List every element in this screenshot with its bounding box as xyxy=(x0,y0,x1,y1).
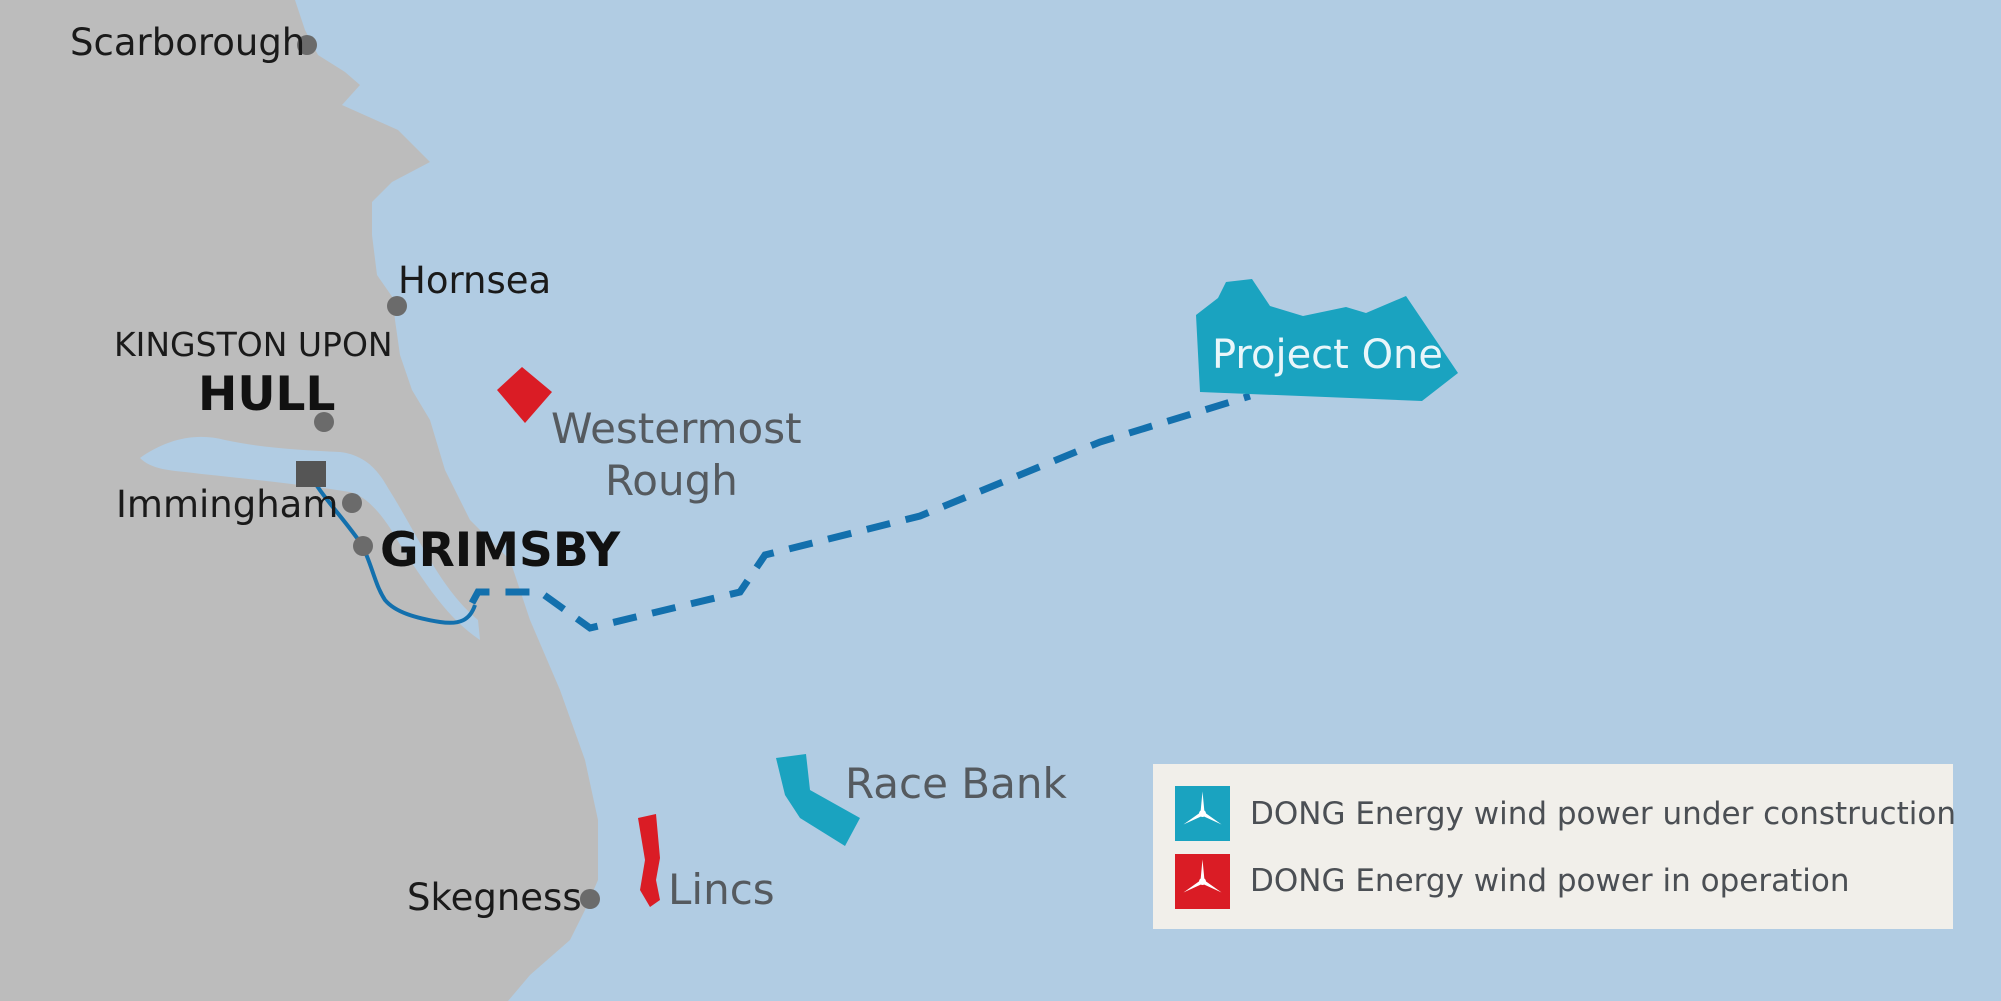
project-one-label: Project One xyxy=(1212,332,1443,378)
onshore-cable xyxy=(310,476,477,625)
lincs-label: Lincs xyxy=(668,865,775,914)
offshore-export-cable xyxy=(468,392,1252,632)
hull-dot xyxy=(314,412,334,432)
westermost-rough-farm xyxy=(497,367,552,423)
legend-item-under-construction: DONG Energy wind power under constructio… xyxy=(1175,786,1956,841)
land-england xyxy=(0,0,598,1001)
hornsea-dot xyxy=(387,296,407,316)
project-one-farm xyxy=(1196,279,1458,401)
grimsby-label: GRIMSBY xyxy=(380,523,621,578)
grimsby-dot xyxy=(353,536,373,556)
immingham-dot xyxy=(342,493,362,513)
lincs-farm xyxy=(638,814,660,907)
legend-in-operation-label: DONG Energy wind power in operation xyxy=(1250,863,1850,899)
scarborough-dot xyxy=(297,35,317,55)
scarborough-label: Scarborough xyxy=(70,21,305,64)
legend-item-in-operation: DONG Energy wind power in operation xyxy=(1175,854,1850,909)
race-bank-farm xyxy=(776,754,860,846)
wind-turbine-icon xyxy=(1183,791,1222,825)
kingston-upon-label: KINGSTON UPON xyxy=(114,325,393,364)
skegness-label: Skegness xyxy=(407,876,582,919)
westermost-label-line2: Rough xyxy=(605,456,738,505)
immingham-label: Immingham xyxy=(116,483,338,526)
legend: DONG Energy wind power under constructio… xyxy=(1153,764,1956,929)
wind-turbine-icon xyxy=(1183,859,1222,893)
hornsea-label: Hornsea xyxy=(398,259,551,302)
hull-label: HULL xyxy=(198,367,335,422)
legend-under-construction-label: DONG Energy wind power under constructio… xyxy=(1250,796,1956,832)
race-bank-label: Race Bank xyxy=(845,759,1067,808)
westermost-label-line1: Westermost xyxy=(551,404,802,453)
immingham-substation xyxy=(296,461,326,487)
skegness-dot xyxy=(580,889,600,909)
legend-box xyxy=(1153,764,1953,929)
